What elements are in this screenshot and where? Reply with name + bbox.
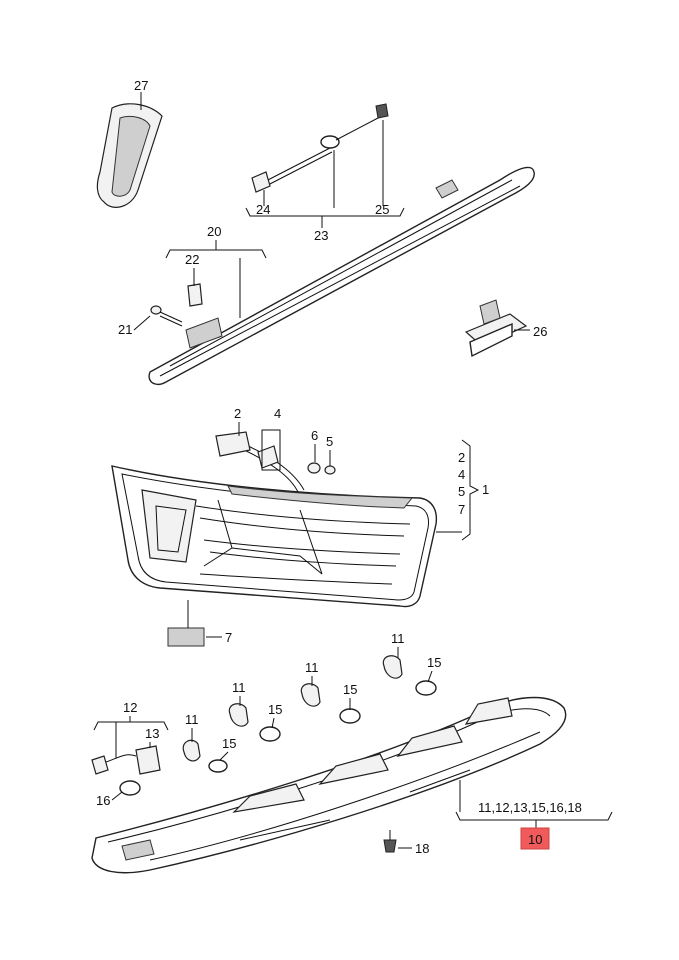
group1-item-5: 5 bbox=[458, 484, 465, 499]
part-18-screw bbox=[383, 830, 397, 853]
callout-1: 1 bbox=[482, 482, 489, 497]
part-20-trim-strip bbox=[148, 166, 535, 386]
callout-15-d: 15 bbox=[427, 655, 441, 670]
group1-item-2: 2 bbox=[458, 450, 465, 465]
part-1-tail-light bbox=[111, 431, 438, 608]
part-22-clip bbox=[187, 283, 203, 307]
group1-item-7: 7 bbox=[458, 502, 465, 517]
callout-21: 21 bbox=[118, 322, 132, 337]
leader-16 bbox=[111, 791, 123, 801]
part-12-harness bbox=[91, 745, 161, 796]
callout-11-a: 11 bbox=[185, 712, 199, 727]
callout-26: 26 bbox=[533, 324, 547, 339]
bracket-1 bbox=[461, 439, 480, 541]
callout-12: 12 bbox=[123, 700, 137, 715]
callout-20: 20 bbox=[207, 224, 221, 239]
callout-13: 13 bbox=[145, 726, 159, 741]
bracket-10 bbox=[455, 811, 613, 821]
part-21-screw bbox=[150, 305, 183, 327]
group10-items: 11,12,13,15,16,18 bbox=[478, 800, 582, 815]
callout-15-c: 15 bbox=[343, 682, 357, 697]
callout-23: 23 bbox=[314, 228, 328, 243]
callout-6: 6 bbox=[311, 428, 318, 443]
bracket-23 bbox=[245, 207, 405, 217]
callout-10: 10 bbox=[528, 832, 542, 847]
callout-25: 25 bbox=[375, 202, 389, 217]
leader-15-b bbox=[271, 717, 275, 729]
callout-24: 24 bbox=[256, 202, 270, 217]
callout-2: 2 bbox=[234, 406, 241, 421]
highlight-box-10 bbox=[520, 827, 550, 850]
bracket-4 bbox=[261, 429, 281, 471]
callout-11-b: 11 bbox=[232, 680, 246, 695]
callout-11-d: 11 bbox=[391, 631, 405, 646]
callout-4: 4 bbox=[274, 406, 281, 421]
group1-item-4: 4 bbox=[458, 467, 465, 482]
bulb-11-d bbox=[382, 655, 437, 696]
callout-15-b: 15 bbox=[268, 702, 282, 717]
leader-15-a bbox=[219, 751, 229, 761]
callout-15-a: 15 bbox=[222, 736, 236, 751]
callout-18: 18 bbox=[415, 841, 429, 856]
callout-5: 5 bbox=[326, 434, 333, 449]
callout-11-c: 11 bbox=[305, 660, 319, 675]
leader-15-d bbox=[427, 670, 433, 683]
part-27-reflector bbox=[96, 103, 163, 208]
part-10-lower-lamp bbox=[91, 696, 567, 874]
bulb-11-b bbox=[228, 703, 281, 742]
callout-16: 16 bbox=[96, 793, 110, 808]
leader-21 bbox=[133, 315, 151, 331]
bracket-20 bbox=[165, 249, 267, 259]
part-26-plate-light bbox=[464, 299, 528, 358]
bracket-12 bbox=[93, 721, 169, 731]
part-23-wiring bbox=[251, 103, 389, 193]
part-7-gasket bbox=[167, 627, 205, 647]
callout-22: 22 bbox=[185, 252, 199, 267]
callout-27: 27 bbox=[134, 78, 148, 93]
bulb-11-a bbox=[182, 739, 228, 773]
callout-7: 7 bbox=[225, 630, 232, 645]
